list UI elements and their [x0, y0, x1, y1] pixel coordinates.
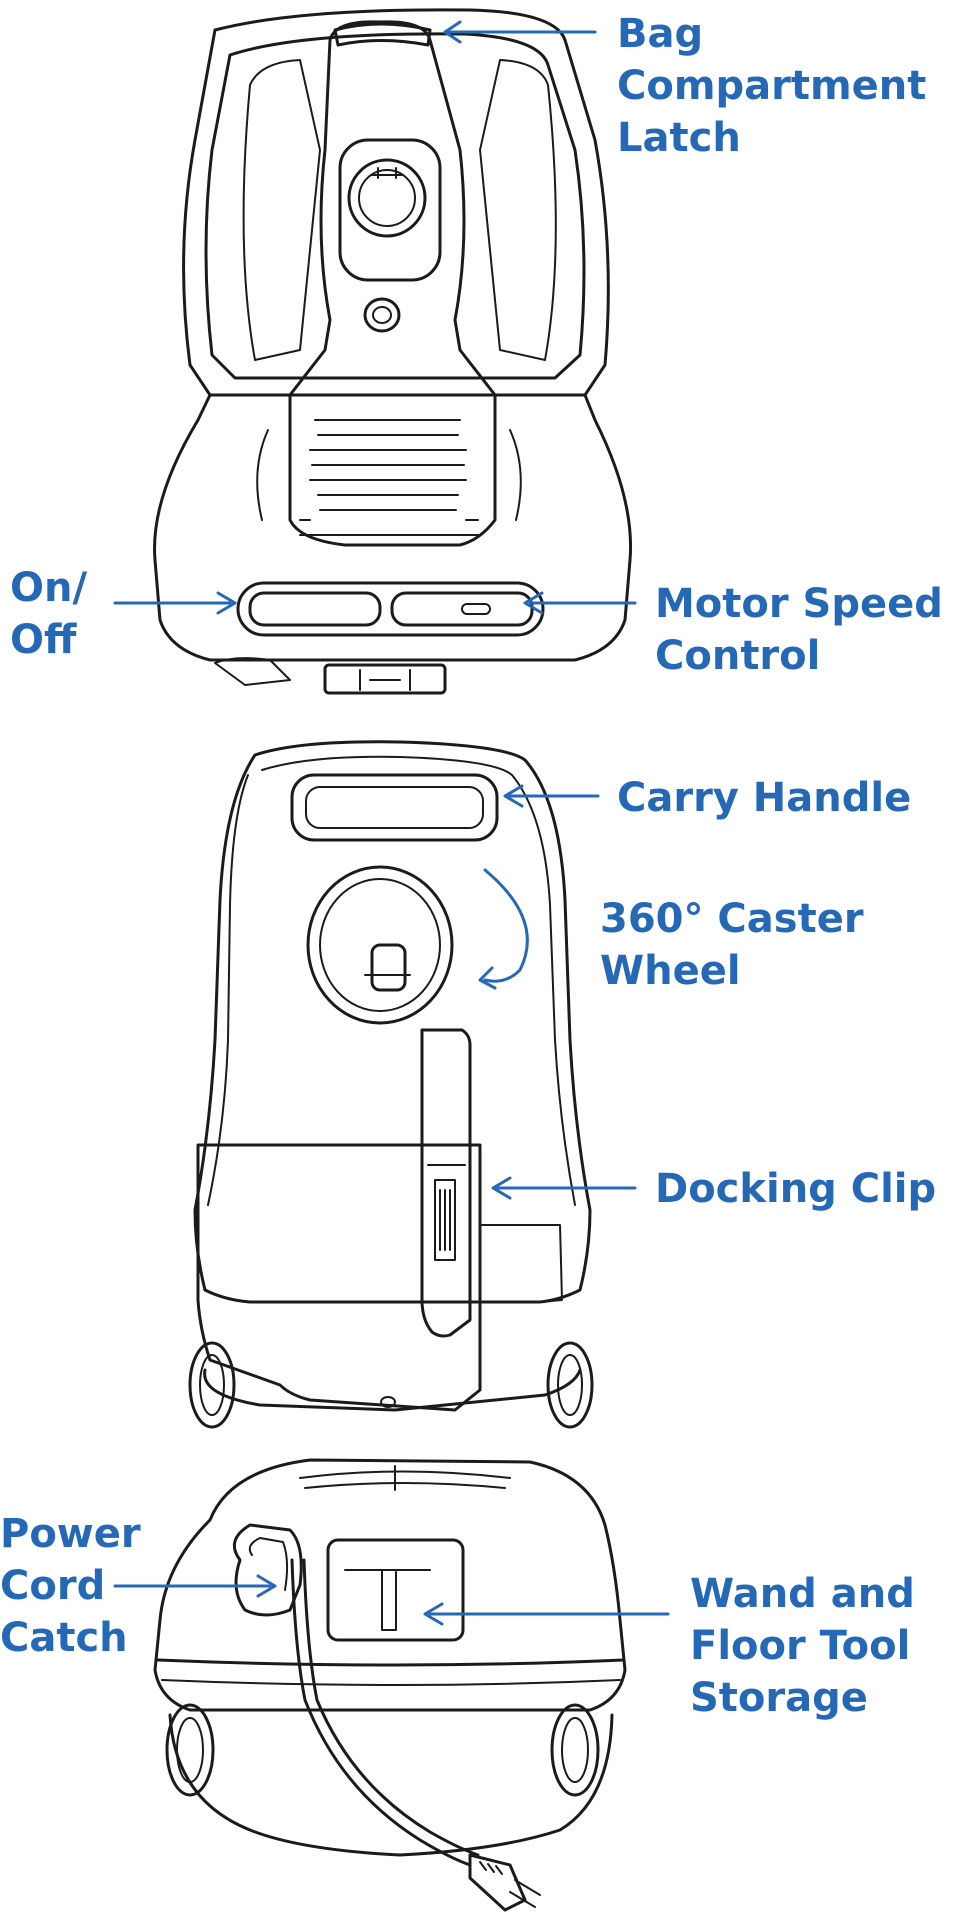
label-bag-compartment-latch: Bag Compartment Latch [617, 11, 927, 161]
arrow-motor-speed [523, 591, 637, 615]
arrow-on-off [113, 591, 237, 615]
label-docking-clip: Docking Clip [655, 1166, 937, 1212]
vacuum-back-view [188, 740, 594, 1429]
arrow-power-cord [113, 1574, 277, 1598]
arrow-carry-handle [503, 784, 600, 808]
arrow-wand-storage [423, 1602, 670, 1626]
label-carry-handle: Carry Handle [617, 775, 912, 821]
vacuum-top-view [153, 1458, 627, 1912]
vacuum-front-view [153, 8, 633, 695]
label-motor-speed-control: Motor Speed Control [655, 581, 943, 679]
arrow-bag-latch [443, 20, 597, 44]
arrow-docking-clip [491, 1176, 637, 1200]
arrow-caster-wheel [478, 868, 529, 990]
label-360-caster-wheel: 360° Caster Wheel [600, 896, 864, 994]
label-on-off: On/ Off [10, 565, 88, 663]
label-wand-and-floor-tool-storage: Wand and Floor Tool Storage [690, 1571, 915, 1721]
label-power-cord-catch: Power Cord Catch [0, 1511, 141, 1661]
